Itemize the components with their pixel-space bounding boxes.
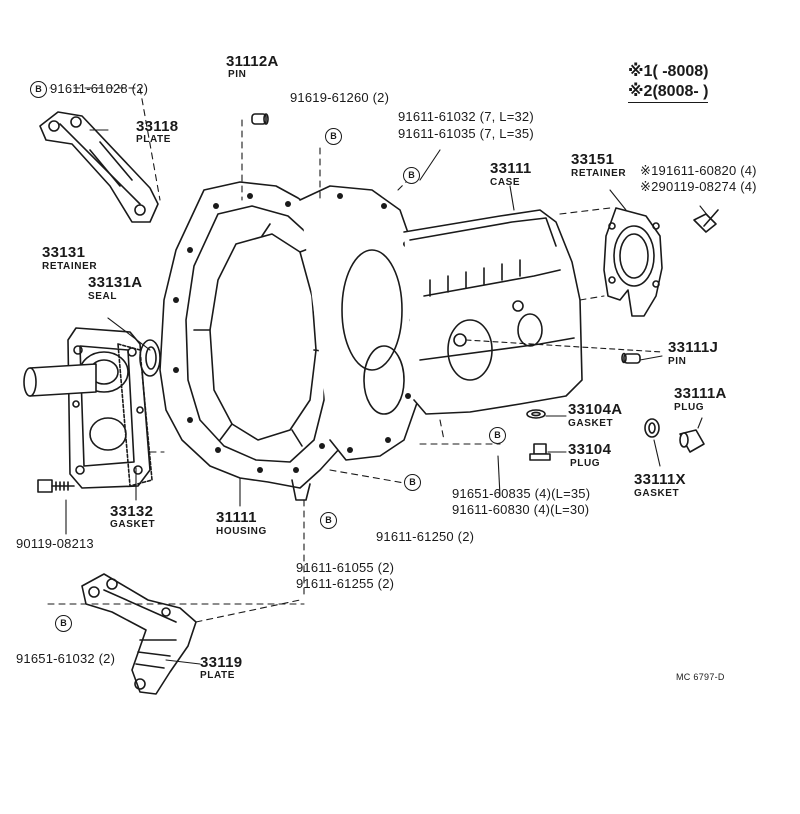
part-number-33104A: 33104A <box>568 401 623 418</box>
bolt-symbol-b <box>55 615 72 632</box>
part-number-33131: 33131 <box>42 244 86 261</box>
part-name-33119: PLATE <box>200 670 236 681</box>
seal-33131A-drawing <box>139 339 161 377</box>
bolt-symbol-b <box>320 512 337 529</box>
bolt-symbol-b <box>325 128 342 145</box>
gasket-33132-drawing <box>117 343 153 487</box>
bolt-rear-retainer-drawing <box>693 209 719 233</box>
callout-91611-61032: 91611-61032 (7, L=32) <box>398 109 534 124</box>
part-number-33131A: 33131A <box>88 274 143 291</box>
alignment-lines <box>47 87 611 623</box>
bolt-symbol-b <box>404 474 421 491</box>
part-name-33131A: SEAL <box>88 291 118 302</box>
bolt-90119-drawing <box>37 479 75 493</box>
part-name-33104: PLUG <box>570 458 601 469</box>
bolt-symbol-b <box>30 81 47 98</box>
part-name-33111: CASE <box>490 177 521 188</box>
part-number-33111: 33111 <box>490 160 532 177</box>
plug-33111A-drawing <box>679 429 705 453</box>
legend-row-1: ※1( -8008) <box>628 63 709 80</box>
plug-33104-drawing <box>529 443 551 461</box>
callout-91619-61260: 91619-61260 (2) <box>290 90 390 105</box>
retainer-33151-drawing <box>603 207 663 317</box>
leader-lines <box>49 87 709 665</box>
pin-31112A-drawing <box>251 113 269 125</box>
part-name-33111J: PIN <box>668 356 687 367</box>
callout-91611-60830: 91611-60830 (4)(L=30) <box>452 502 590 517</box>
part-name-33132: GASKET <box>110 519 156 530</box>
gasket-33111X-drawing <box>644 418 660 438</box>
part-name-31111: HOUSING <box>216 526 267 537</box>
callout-91651-60835: 91651-60835 (4)(L=35) <box>452 486 591 501</box>
part-name-33151: RETAINER <box>571 168 627 179</box>
part-name-33111A: PLUG <box>674 402 705 413</box>
retainer-33131-drawing <box>23 327 151 489</box>
part-number-33132: 33132 <box>110 503 154 520</box>
part-name-31112A: PIN <box>228 69 247 80</box>
part-number-33119: 33119 <box>200 654 243 671</box>
callout-90119-08213: 90119-08213 <box>16 536 94 551</box>
gasket-33104A-drawing <box>526 409 546 419</box>
part-number-33111A: 33111A <box>674 385 727 402</box>
part-name-33131: RETAINER <box>42 261 98 272</box>
part-number-33111X: 33111X <box>634 471 686 488</box>
bolt-symbol-b <box>403 167 420 184</box>
pin-33111J-drawing <box>621 352 641 364</box>
callout-91611-61255: 91611-61255 (2) <box>296 576 395 591</box>
plate-33118-drawing <box>39 111 159 223</box>
callout-90119-08274: ※290119-08274 (4) <box>640 179 757 194</box>
callout-91611-61035: 91611-61035 (7, L=35) <box>398 126 534 141</box>
figure-code: MC 6797-D <box>676 672 725 682</box>
part-number-31111: 31111 <box>216 509 257 526</box>
part-number-33118: 33118 <box>136 118 179 135</box>
part-name-33111X: GASKET <box>634 488 680 499</box>
legend-row-2: ※2(8008- ) <box>628 84 709 103</box>
part-name-33104A: GASKET <box>568 418 614 429</box>
callout-91611-61028: 91611-61028 (2) <box>50 81 149 96</box>
callout-91611-60820: ※191611-60820 (4) <box>640 163 757 178</box>
plate-33119-drawing <box>81 573 197 695</box>
part-number-31112A: 31112A <box>226 53 279 70</box>
case-33111-drawing <box>403 209 583 415</box>
part-name-33118: PLATE <box>136 134 172 145</box>
part-number-33111J: 33111J <box>668 339 719 356</box>
callout-91651-61032: 91651-61032 (2) <box>16 651 116 666</box>
callout-91611-61250: 91611-61250 (2) <box>376 529 475 544</box>
callout-91611-61055: 91611-61055 (2) <box>296 560 395 575</box>
part-number-33151: 33151 <box>571 151 615 168</box>
part-number-33104: 33104 <box>568 441 612 458</box>
bolt-symbol-b <box>489 427 506 444</box>
